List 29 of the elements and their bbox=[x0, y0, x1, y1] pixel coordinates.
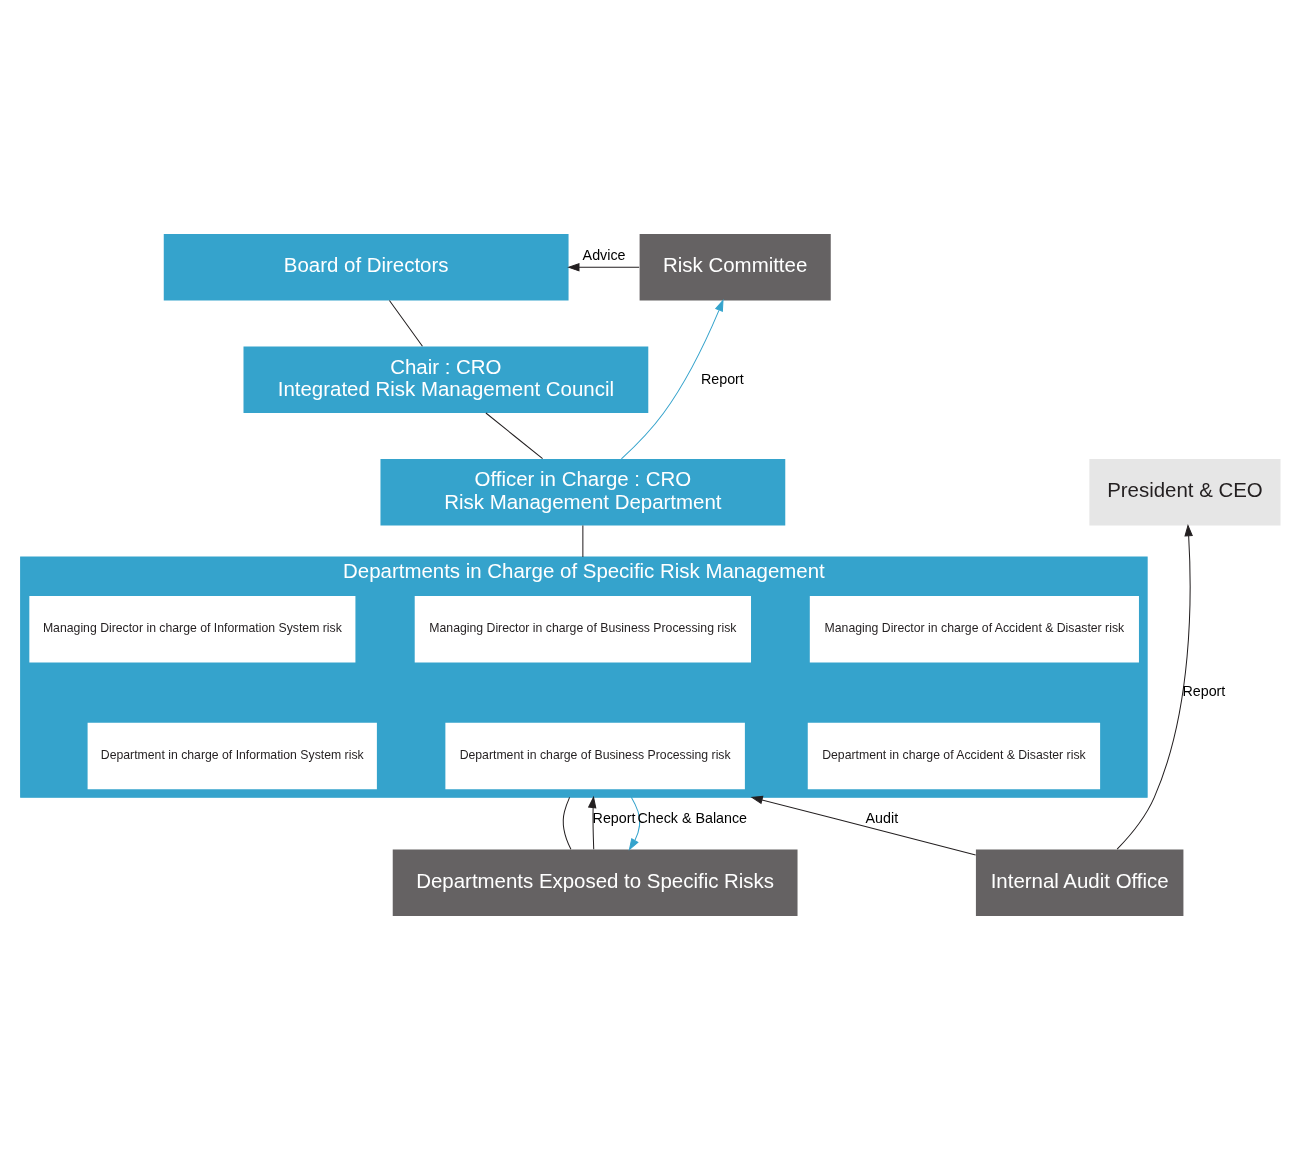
node-box: Department in charge of Business Processing risk bbox=[445, 722, 745, 790]
connector bbox=[582, 525, 584, 558]
edge-label: Report bbox=[700, 370, 744, 387]
connector bbox=[485, 412, 544, 460]
arrow bbox=[1116, 523, 1193, 850]
node-box: President & CEO bbox=[1089, 459, 1281, 526]
node-box: Risk Committee bbox=[639, 234, 831, 301]
edge-label: Advice bbox=[582, 247, 626, 264]
node-box: Managing Director in charge of Information System risk bbox=[29, 595, 356, 663]
edge-label: Check & Balance bbox=[637, 810, 748, 827]
arrow bbox=[567, 263, 640, 272]
node-box: Chair : CRO Integrated Risk Management Council bbox=[243, 346, 649, 413]
edge-label: Report bbox=[592, 810, 636, 827]
node-box: Officer in Charge : CRO Risk Management Department bbox=[380, 459, 786, 526]
connector bbox=[562, 796, 572, 850]
connector bbox=[388, 300, 423, 347]
node-box: Managing Director in charge of Accident & Disaster risk bbox=[809, 595, 1139, 663]
node-box: Department in charge of Information System risk bbox=[87, 722, 377, 790]
arrow bbox=[587, 795, 597, 850]
edge-label: Report bbox=[1182, 683, 1226, 700]
node-box: Board of Directors bbox=[163, 234, 569, 301]
node-box: Departments Exposed to Specific Risks bbox=[392, 849, 798, 916]
node-box: Department in charge of Accident & Disaster risk bbox=[807, 722, 1101, 790]
arrow bbox=[750, 795, 977, 856]
arrow bbox=[628, 796, 641, 851]
node-box: Managing Director in charge of Business Processing risk bbox=[414, 595, 751, 663]
arrow bbox=[620, 299, 724, 460]
edge-label: Audit bbox=[865, 810, 899, 827]
node-box: Internal Audit Office bbox=[975, 849, 1184, 916]
